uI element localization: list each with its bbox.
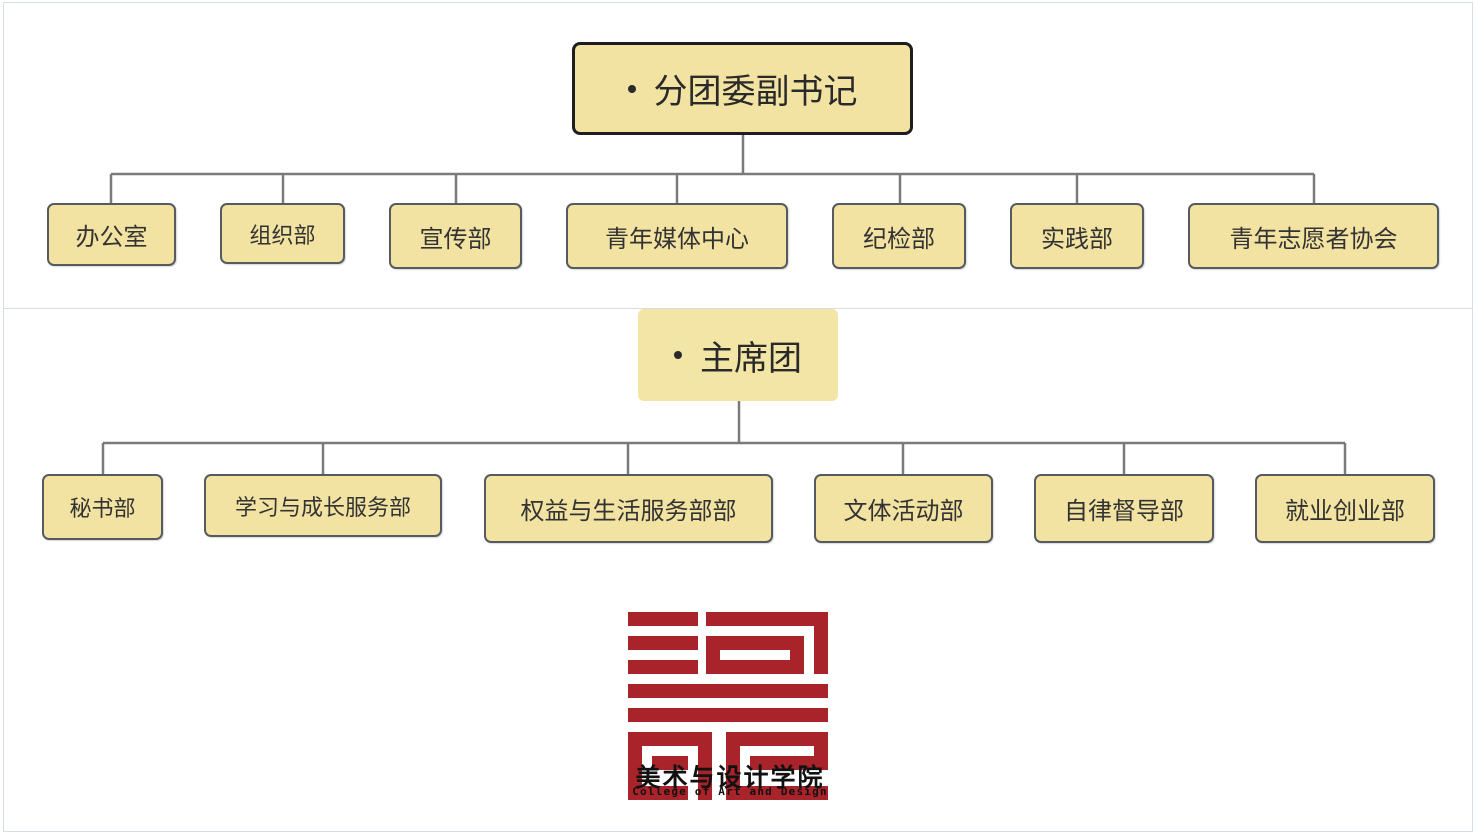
node-bottom-child: 权益与生活服务部部: [484, 474, 773, 543]
node-bottom-child: 秘书部: [42, 474, 163, 540]
node-bottom-root: 主席团: [638, 309, 838, 401]
bullet-icon: [627, 84, 636, 93]
node-bottom-root-label: 主席团: [700, 338, 802, 379]
logo-chinese-name: 美术与设计学院: [635, 763, 825, 792]
node-bottom-child: 就业创业部: [1255, 474, 1435, 543]
node-top-child: 组织部: [220, 203, 345, 264]
bullet-icon: [674, 351, 682, 359]
node-bottom-child: 文体活动部: [814, 474, 993, 543]
node-top-child: 纪检部: [832, 203, 966, 269]
node-top-root-label: 分团委副书记: [653, 72, 858, 112]
node-top-child: 实践部: [1010, 203, 1144, 269]
college-emblem-icon: [628, 612, 828, 800]
node-bottom-child: 自律督导部: [1034, 474, 1214, 543]
logo-english-name: College of Art and Design: [632, 785, 828, 798]
node-bottom-child: 学习与成长服务部: [204, 474, 442, 537]
node-top-child: 青年媒体中心: [566, 203, 788, 269]
node-top-root: 分团委副书记: [572, 42, 913, 135]
node-top-child: 办公室: [47, 203, 176, 266]
node-top-child: 宣传部: [389, 203, 522, 269]
node-top-child: 青年志愿者协会: [1188, 203, 1439, 269]
section-divider: [3, 308, 1473, 309]
